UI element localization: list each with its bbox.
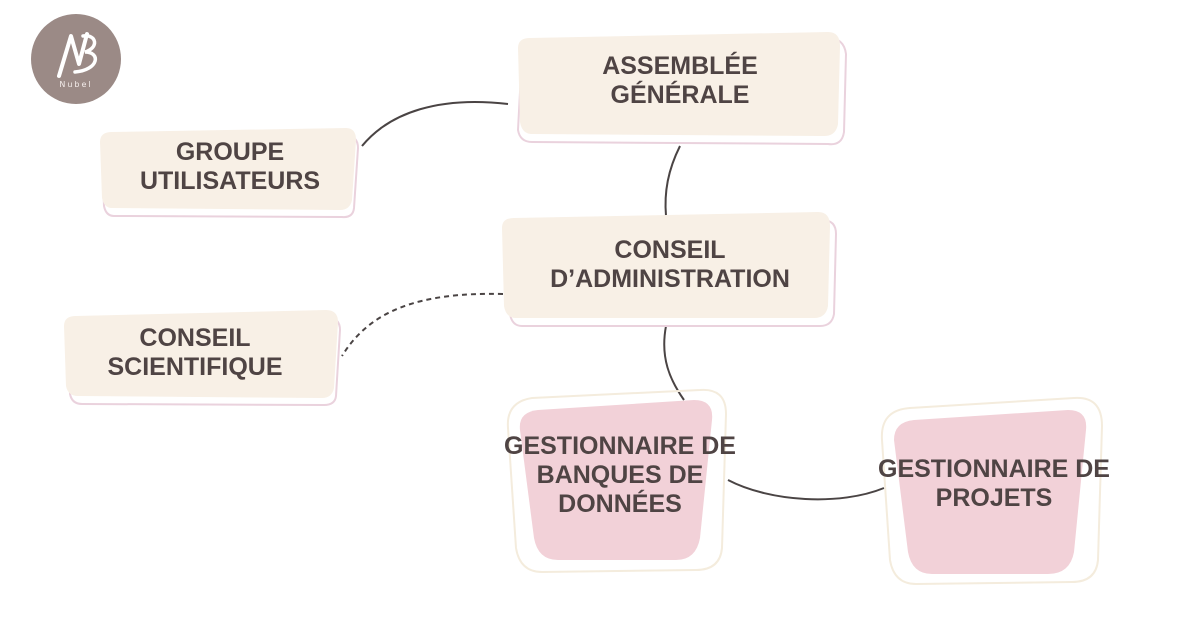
node-label: ASSEMBLÉE GÉNÉRALE [602, 52, 758, 109]
node-groupe-utilisateurs: GROUPE UTILISATEURS [98, 128, 362, 219]
node-shape [880, 396, 1104, 586]
logo-text: Nubel [59, 80, 93, 89]
node-gestionnaire-banques: GESTIONNAIRE DE BANQUES DE DONNÉES [500, 388, 740, 574]
node-shape [516, 32, 848, 146]
node-label: GESTIONNAIRE DE PROJETS [878, 455, 1110, 512]
connector-gest-banques-gest-projets [727, 479, 885, 501]
node-label: GROUPE UTILISATEURS [139, 138, 321, 195]
node-label: GESTIONNAIRE DE BANQUES DE DONNÉES [504, 431, 736, 518]
node-shape [502, 212, 838, 327]
connector-assemblee-conseil-admin [664, 145, 681, 217]
connector-conseil-admin-gest-banques [663, 325, 685, 401]
node-shape [64, 310, 342, 407]
node-conseil-scientifique: CONSEIL SCIENTIFIQUE [62, 310, 344, 407]
node-conseil-administration: CONSEIL D’ADMINISTRATION [500, 212, 840, 328]
node-label: CONSEIL SCIENTIFIQUE [107, 324, 283, 381]
nubel-logo: Nubel [31, 14, 121, 104]
connector-assemblee-groupe [361, 100, 509, 147]
node-gestionnaire-projets: GESTIONNAIRE DE PROJETS [876, 396, 1112, 586]
nubel-monogram-icon [57, 32, 97, 78]
connector-conseil-admin-conseil-sci [341, 292, 504, 357]
node-shape [100, 128, 360, 219]
node-shape [506, 388, 728, 574]
node-label: CONSEIL D’ADMINISTRATION [550, 236, 790, 293]
node-assemblee-generale: ASSEMBLÉE GÉNÉRALE [510, 30, 850, 146]
